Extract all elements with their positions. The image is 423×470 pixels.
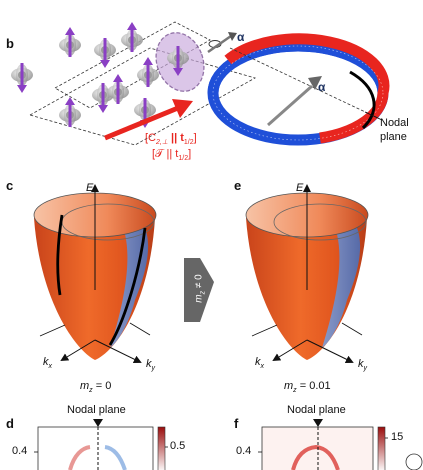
nodal-ring	[207, 33, 390, 146]
ytick-d: 0.4	[12, 445, 28, 457]
atom	[137, 57, 159, 87]
cone-c	[33, 184, 157, 363]
symmetry-line-1: [C2,⊥ || t1/2]	[145, 132, 197, 147]
panel-label-f: f	[234, 416, 239, 431]
atom	[11, 63, 33, 93]
kx-label-c: kx	[43, 356, 52, 371]
alpha-label-small: α	[237, 30, 245, 44]
cone-e	[245, 184, 369, 363]
colorbar-tick-d: 0.5	[170, 440, 186, 452]
atom	[167, 46, 189, 76]
atom	[121, 22, 143, 52]
nodal-plane-label-2: plane	[380, 131, 407, 143]
panel-label-c: c	[6, 178, 14, 193]
panel-label-b: b	[6, 36, 14, 51]
nodal-plane-title-f: Nodal plane	[287, 404, 346, 416]
atom	[59, 97, 81, 127]
atom	[94, 38, 116, 68]
energy-axis-label-c: E	[86, 182, 94, 194]
ky-label-e: ky	[358, 358, 367, 373]
symmetry-line-2: [𝒯 || t1/2]	[152, 148, 192, 163]
nodal-plane-label-1: Nodal	[380, 117, 409, 129]
colorbar-tick-f: 15	[391, 431, 404, 443]
panel-label-d: d	[6, 416, 14, 431]
atom	[59, 27, 81, 57]
atom	[107, 74, 129, 104]
kx-label-e: kx	[255, 356, 264, 371]
heatmap-d	[34, 419, 168, 470]
translation-arrow	[104, 99, 193, 141]
energy-axis-label-e: E	[296, 182, 304, 194]
mz-transition-arrow	[184, 258, 214, 322]
panel-label-e: e	[234, 178, 242, 193]
ky-label-c: ky	[146, 358, 155, 373]
heatmap-f	[258, 419, 423, 470]
nodal-plane-title-d: Nodal plane	[67, 404, 126, 416]
ytick-f: 0.4	[236, 445, 252, 457]
rotation-axis-icon	[207, 32, 237, 54]
atom	[134, 98, 156, 128]
mz-nonzero-label: mz ≠ 0	[193, 274, 207, 303]
alpha-label-ring: α	[318, 80, 326, 94]
caption-e: mz = 0.01	[284, 380, 331, 395]
magnetic-atoms	[11, 22, 189, 128]
caption-c: mz = 0	[80, 380, 112, 395]
